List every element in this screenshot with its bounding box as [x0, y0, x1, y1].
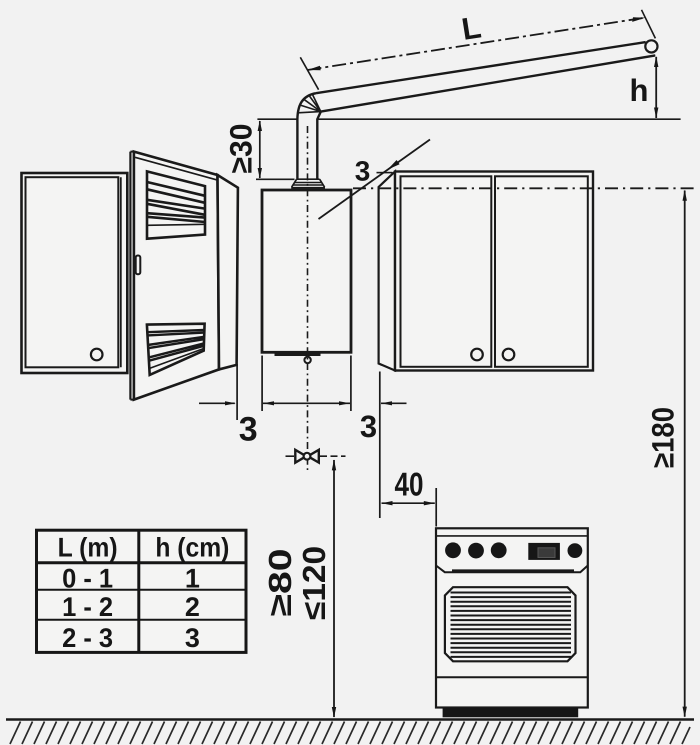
- svg-text:3: 3: [355, 156, 371, 187]
- svg-text:3: 3: [239, 411, 258, 449]
- svg-text:2 - 3: 2 - 3: [62, 623, 113, 653]
- svg-text:h (cm): h (cm): [155, 533, 229, 563]
- svg-text:0 - 1: 0 - 1: [62, 564, 113, 594]
- svg-text:1 - 2: 1 - 2: [62, 592, 113, 622]
- svg-text:40: 40: [395, 466, 424, 503]
- svg-text:1: 1: [185, 564, 200, 594]
- svg-text:2: 2: [185, 592, 200, 622]
- svg-text:h: h: [630, 73, 649, 108]
- svg-text:≥180: ≥180: [646, 407, 681, 468]
- svg-text:≥30: ≥30: [224, 124, 259, 174]
- svg-text:3: 3: [360, 409, 377, 444]
- svg-text:≤120: ≤120: [296, 546, 332, 620]
- svg-text:3: 3: [185, 623, 200, 653]
- svg-text:L (m): L (m): [58, 533, 118, 563]
- svg-text:≥80: ≥80: [262, 549, 298, 617]
